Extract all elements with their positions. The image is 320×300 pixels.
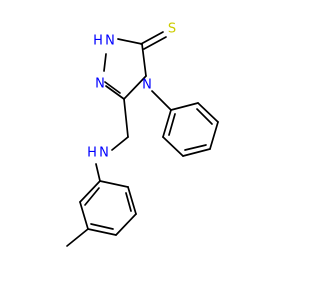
atom-label-amine-h: H (87, 146, 97, 161)
phenyl-inner-1 (196, 108, 213, 125)
atom-label-hn-n: N (105, 34, 115, 49)
tolyl-bond-4 (87, 228, 117, 236)
atom-label-s: S (168, 22, 176, 37)
bond-nh-ring (95, 163, 101, 182)
tolyl-bond-5 (79, 201, 89, 230)
bond-c5-s-a (140, 31, 164, 45)
tolyl-bond-1 (99, 180, 129, 188)
atom-label-n4: N (142, 78, 152, 93)
atom-labels: H N N N S H N (87, 22, 176, 161)
phenyl-bond-6 (162, 109, 172, 138)
phenyl-ring (151, 90, 219, 157)
bond-c3-n2-a (105, 85, 125, 100)
thione-group (140, 31, 167, 50)
tolyl-bond-6 (79, 180, 101, 203)
bond-n4-phenyl (151, 90, 172, 111)
phenyl-inner-2 (184, 144, 207, 151)
tolyl-ring (66, 163, 137, 247)
bond-c5-s-b (143, 36, 167, 50)
tolyl-bond-2 (127, 186, 137, 215)
bond-c3-n2-b (104, 81, 121, 94)
tolyl-inner-2 (90, 223, 114, 230)
bond-c3-ch2 (123, 98, 129, 138)
atom-label-n2: N (95, 77, 105, 92)
bond-n2-n1 (103, 53, 107, 72)
tolyl-inner-3 (84, 187, 100, 206)
bond-c5-n4 (141, 43, 147, 77)
triazole-ring (103, 38, 147, 100)
methylene-linker (111, 98, 129, 151)
bond-ring-methyl (66, 228, 89, 247)
atom-label-amine-n: N (99, 146, 109, 161)
tolyl-inner-1 (125, 192, 132, 212)
bond-n4-c3 (123, 75, 147, 100)
bond-n1-c5 (117, 38, 143, 45)
atom-label-hn-h: H (93, 34, 103, 49)
phenyl-bond-2 (197, 102, 219, 123)
molecule-structure-diagram: H N N N S H N (66, 22, 219, 247)
phenyl-bond-4 (182, 148, 211, 157)
phenyl-inner-3 (168, 113, 176, 136)
phenyl-bond-3 (209, 121, 219, 150)
bond-ch2-nh (111, 136, 129, 151)
phenyl-bond-1 (170, 102, 199, 111)
tolyl-bond-3 (115, 213, 137, 236)
phenyl-bond-5 (162, 136, 184, 157)
